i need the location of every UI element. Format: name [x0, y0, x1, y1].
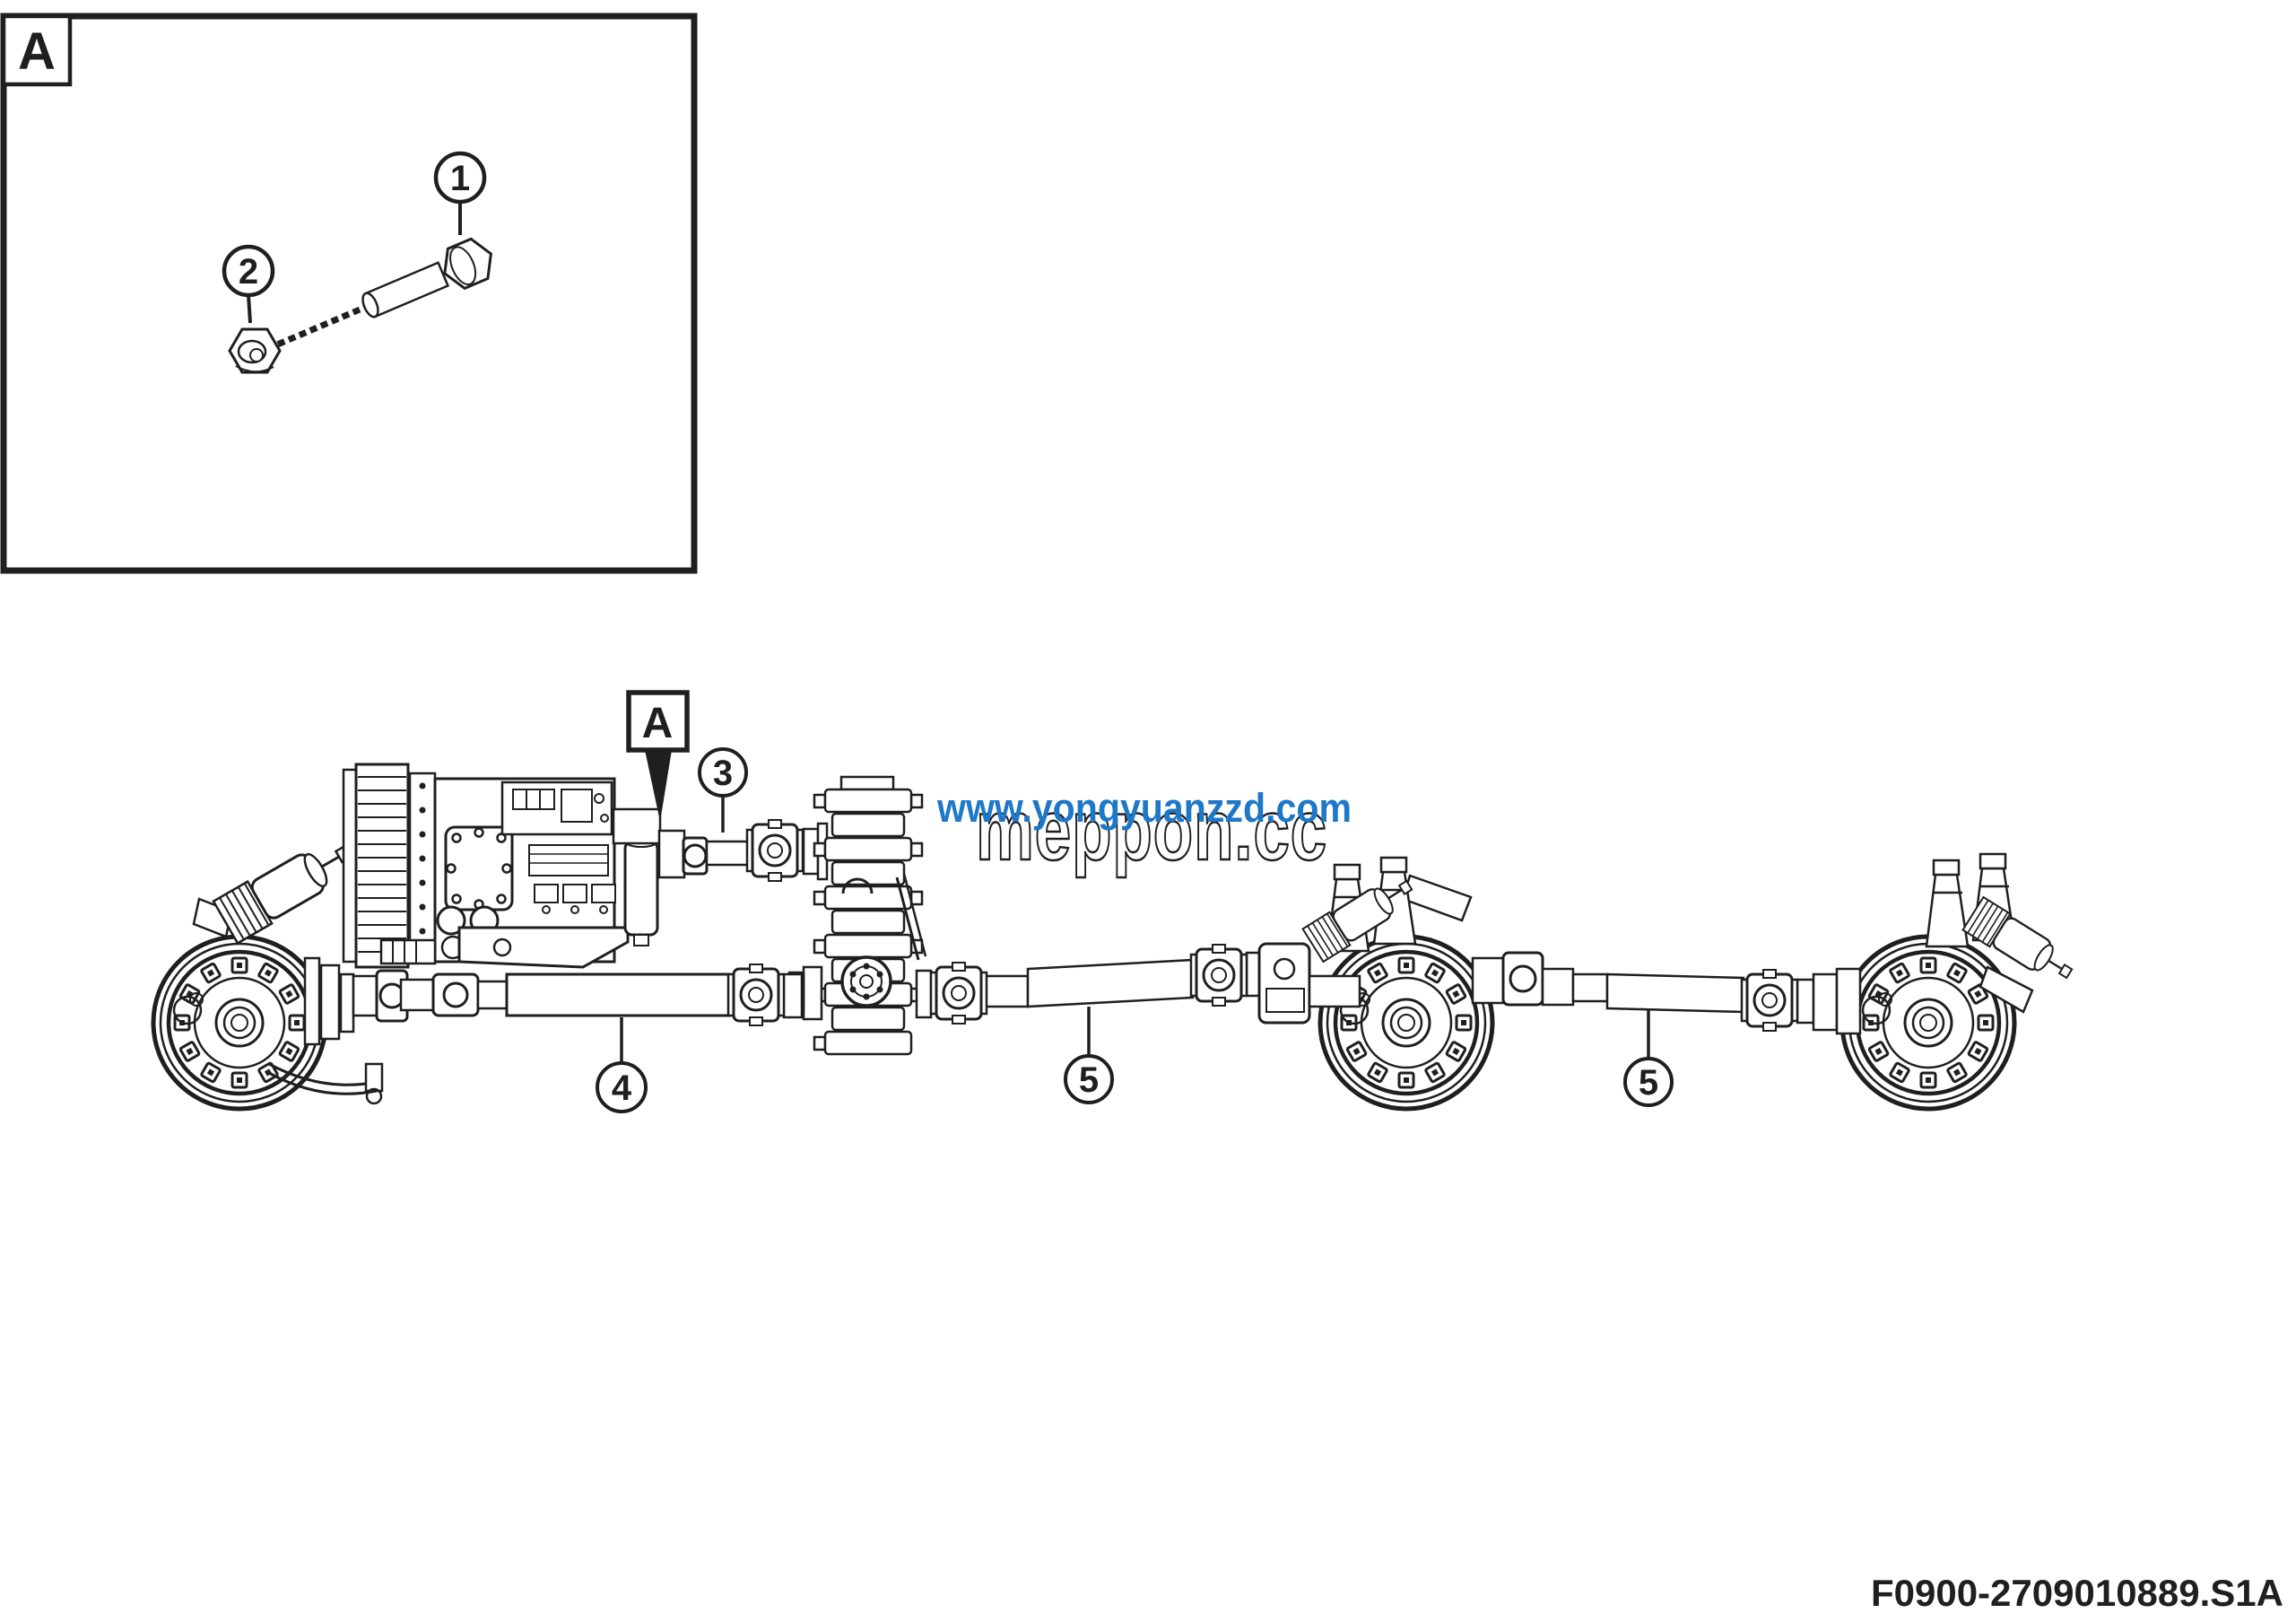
callout-4-number: 4 — [612, 1068, 632, 1108]
bell-housing-ribs — [354, 763, 410, 969]
rear-axle — [1812, 965, 2034, 1035]
driveshaft-4 — [352, 969, 804, 1023]
driveshaft-5-front — [983, 951, 1265, 1008]
inset-frame — [0, 13, 698, 574]
figure-code: F0900-2709010889.S1A — [1871, 1572, 2283, 1614]
detail-ref-box — [626, 690, 690, 753]
callout-5-front: 5 — [1064, 1007, 1114, 1104]
callout-1-number: 1 — [450, 159, 470, 198]
rear-wheel-hub — [1842, 937, 2014, 1109]
callout-5-rear-number: 5 — [1639, 1063, 1658, 1103]
detail-ref-marker: A — [626, 690, 690, 822]
ujoint-shaft5a-left — [929, 961, 988, 1025]
ujoint-shaft4 — [726, 963, 786, 1027]
driveshaft-5-front-tube — [1026, 958, 1195, 1008]
ujoint-shaft5b — [1740, 968, 1799, 1033]
nut-drawing — [228, 327, 282, 374]
transfer-case — [787, 775, 933, 1056]
main-assembly-view: A 3 4 5 5 — [153, 690, 2081, 1113]
rear-axle-bracket-1 — [1925, 859, 1970, 948]
tie-rod — [268, 1062, 378, 1095]
callout-2: 2 — [222, 244, 275, 324]
callout-4: 4 — [596, 1017, 648, 1113]
oil-pan — [457, 926, 630, 969]
middle-axle — [1257, 874, 1544, 1025]
oil-filter — [623, 840, 659, 937]
driveshaft-5-rear-tube — [1605, 972, 1745, 1014]
driveshaft-5-rear — [1541, 967, 1815, 1025]
watermark-url: www.yongyuanzzd.com — [936, 785, 1352, 831]
callout-2-number: 2 — [239, 252, 258, 292]
middle-wheel-hub — [1320, 937, 1492, 1109]
ujoint-shaft3 — [745, 818, 804, 883]
callout-5-front-number: 5 — [1079, 1060, 1099, 1100]
inset-label-box — [1, 13, 73, 87]
front-wheel-hub — [153, 937, 326, 1109]
bolt-drawing — [276, 237, 492, 347]
front-brake-chamber — [212, 829, 362, 945]
bolt-thread — [276, 301, 372, 347]
callout-1: 1 — [433, 151, 487, 235]
callout-3: 3 — [698, 747, 748, 833]
callout-3-number: 3 — [713, 754, 733, 793]
driveshaft-4-tube — [505, 972, 731, 1017]
callout-5-rear: 5 — [1623, 1008, 1674, 1107]
watermark-brand: meppon.cc — [976, 782, 1327, 878]
inset-view-label: A — [18, 22, 56, 81]
inset-detail-view: A 1 2 — [0, 13, 698, 574]
ujoint-shaft5a-right — [1189, 943, 1248, 1007]
output-yoke — [682, 836, 709, 876]
detail-ref-pointer — [645, 750, 672, 822]
transmission — [342, 763, 709, 969]
detail-ref-label: A — [642, 700, 674, 747]
